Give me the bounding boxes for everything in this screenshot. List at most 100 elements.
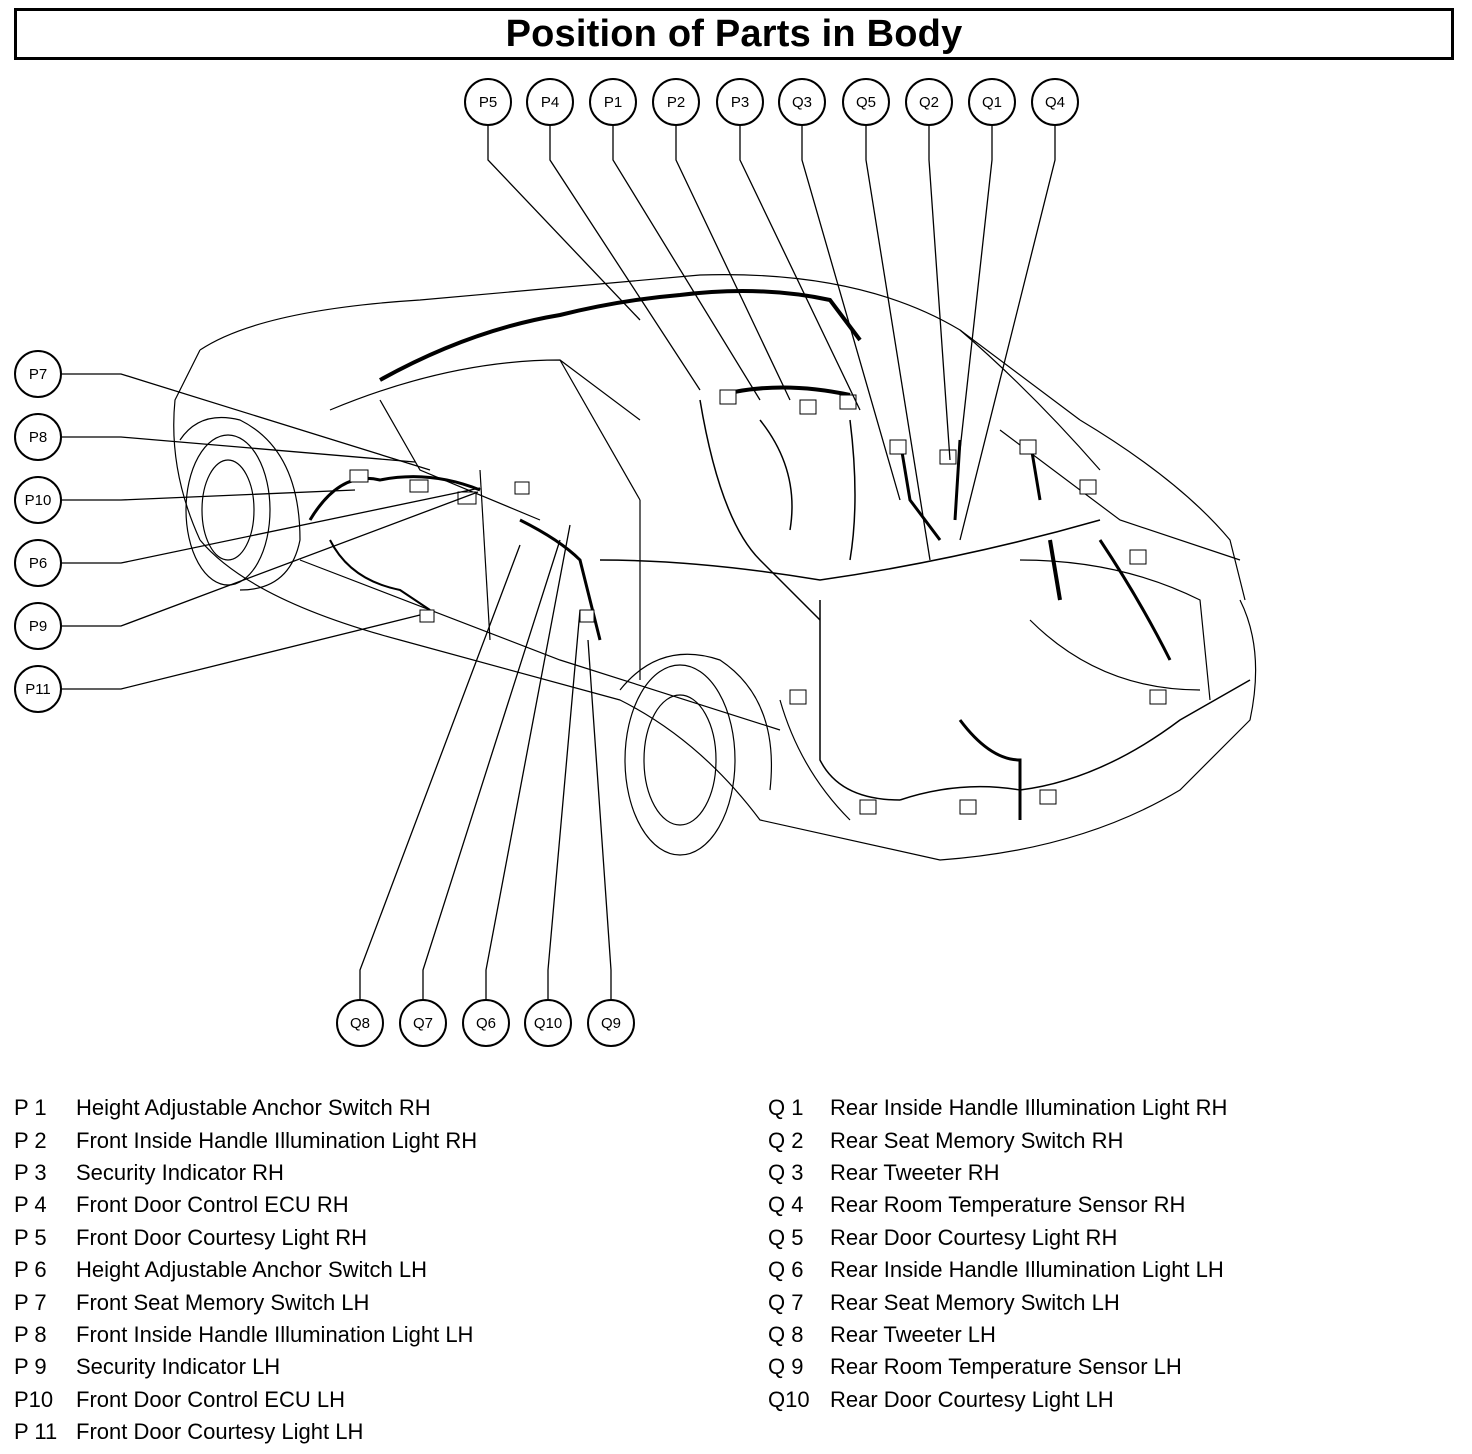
legend-description: Height Adjustable Anchor Switch RH bbox=[76, 1095, 431, 1121]
callout-circle bbox=[652, 78, 700, 126]
callout-label: Q7 bbox=[413, 1015, 433, 1032]
callout-circle bbox=[14, 602, 62, 650]
legend-description: Height Adjustable Anchor Switch LH bbox=[76, 1257, 427, 1283]
leader-line-q10 bbox=[547, 609, 581, 1000]
callout-p1: P1 bbox=[589, 78, 637, 126]
callout-label: P6 bbox=[29, 555, 47, 572]
callout-p6: P6 bbox=[14, 539, 62, 587]
callout-circle bbox=[589, 78, 637, 126]
legend-description: Front Door Courtesy Light LH bbox=[76, 1419, 364, 1445]
callout-circle bbox=[14, 539, 62, 587]
callout-label: P1 bbox=[604, 94, 622, 111]
legend-description: Front Door Control ECU RH bbox=[76, 1192, 349, 1218]
callout-circle bbox=[14, 665, 62, 713]
callout-circle bbox=[526, 78, 574, 126]
legend-row: P 3 Security Indicator RH bbox=[14, 1157, 477, 1189]
callout-circle bbox=[464, 78, 512, 126]
callout-p11: P11 bbox=[14, 665, 62, 713]
title-box: Position of Parts in Body bbox=[14, 8, 1454, 60]
callout-circle bbox=[14, 413, 62, 461]
callout-p7: P7 bbox=[14, 350, 62, 398]
legend-code: P 1 bbox=[14, 1095, 47, 1121]
car-body-outline bbox=[173, 274, 1257, 861]
legend-code: Q 7 bbox=[768, 1289, 804, 1315]
legend-code: P 7 bbox=[14, 1289, 47, 1315]
legend-p: P 1 Height Adjustable Anchor Switch RH P 2… bbox=[14, 1092, 477, 1448]
legend-code: Q 2 bbox=[768, 1127, 804, 1153]
callout-label: P3 bbox=[731, 94, 749, 111]
legend-q: Q 1 Rear Inside Handle Illumination Light… bbox=[768, 1092, 1227, 1416]
callout-label: Q9 bbox=[601, 1015, 621, 1032]
callout-label: P8 bbox=[29, 429, 47, 446]
legend-code: P 11 bbox=[14, 1419, 58, 1445]
callout-circle bbox=[716, 78, 764, 126]
leader-line-p7 bbox=[61, 373, 431, 471]
callout-q2: Q2 bbox=[905, 78, 953, 126]
legend-code: P 9 bbox=[14, 1354, 47, 1380]
legend-description: Rear Room Temperature Sensor RH bbox=[830, 1192, 1186, 1218]
legend-code: Q 3 bbox=[768, 1159, 804, 1185]
leader-lines bbox=[61, 125, 1056, 1000]
callout-label: P11 bbox=[25, 681, 51, 698]
legend-code: P 2 bbox=[14, 1127, 47, 1153]
leader-line-q8 bbox=[359, 544, 521, 1000]
callout-circle bbox=[587, 999, 635, 1047]
legend-code: Q 4 bbox=[768, 1192, 804, 1218]
legend-description: Front Door Courtesy Light RH bbox=[76, 1224, 367, 1250]
legend-description: Security Indicator LH bbox=[76, 1354, 281, 1380]
legend-code: Q10 bbox=[768, 1386, 810, 1412]
callout-p2: P2 bbox=[652, 78, 700, 126]
legend-row: Q 1 Rear Inside Handle Illumination Light… bbox=[768, 1092, 1227, 1124]
callout-circle bbox=[462, 999, 510, 1047]
callout-q5: Q5 bbox=[842, 78, 890, 126]
leader-line-q9 bbox=[587, 639, 612, 1000]
legend-code: Q 1 bbox=[768, 1095, 804, 1121]
callout-q6: Q6 bbox=[462, 999, 510, 1047]
legend-description: Rear Seat Memory Switch LH bbox=[830, 1289, 1120, 1315]
leader-line-q4 bbox=[959, 125, 1056, 541]
leader-line-p6 bbox=[61, 487, 481, 564]
callout-label: Q3 bbox=[792, 94, 812, 111]
legend-code: P 3 bbox=[14, 1159, 47, 1185]
legend-description: Rear Inside Handle Illumination Light RH bbox=[830, 1095, 1228, 1121]
legend-description: Rear Room Temperature Sensor LH bbox=[830, 1354, 1182, 1380]
legend-row: P 8 Front Inside Handle Illumination Ligh… bbox=[14, 1319, 477, 1351]
callout-q10: Q10 bbox=[524, 999, 572, 1047]
legend-description: Security Indicator RH bbox=[76, 1159, 284, 1185]
leader-line-p3 bbox=[739, 125, 861, 411]
callout-p8: P8 bbox=[14, 413, 62, 461]
callout-p3: P3 bbox=[716, 78, 764, 126]
leader-line-q1 bbox=[959, 125, 993, 451]
leader-line-q5 bbox=[865, 125, 931, 561]
callout-label: Q10 bbox=[534, 1015, 562, 1032]
legend-code: P 8 bbox=[14, 1321, 47, 1347]
connector-blocks bbox=[349, 389, 1167, 815]
legend-description: Rear Tweeter LH bbox=[830, 1321, 996, 1347]
callout-q9: Q9 bbox=[587, 999, 635, 1047]
leader-line-q7 bbox=[422, 539, 561, 1000]
legend-description: Rear Inside Handle Illumination Light LH bbox=[830, 1257, 1224, 1283]
legend-row: Q 7 Rear Seat Memory Switch LH bbox=[768, 1286, 1227, 1318]
callout-label: P5 bbox=[479, 94, 497, 111]
callout-label: P2 bbox=[667, 94, 685, 111]
callout-p4: P4 bbox=[526, 78, 574, 126]
callout-label: Q1 bbox=[982, 94, 1002, 111]
callout-q1: Q1 bbox=[968, 78, 1016, 126]
callout-circle bbox=[778, 78, 826, 126]
legend-row: P 1 Height Adjustable Anchor Switch RH bbox=[14, 1092, 477, 1124]
legend-row: Q 4 Rear Room Temperature Sensor RH bbox=[768, 1189, 1227, 1221]
leader-line-p8 bbox=[61, 436, 416, 463]
callout-label: P4 bbox=[541, 94, 559, 111]
leader-line-q6 bbox=[485, 524, 571, 1000]
callout-label: Q5 bbox=[856, 94, 876, 111]
legend-description: Front Inside Handle Illumination Light L… bbox=[76, 1321, 474, 1347]
